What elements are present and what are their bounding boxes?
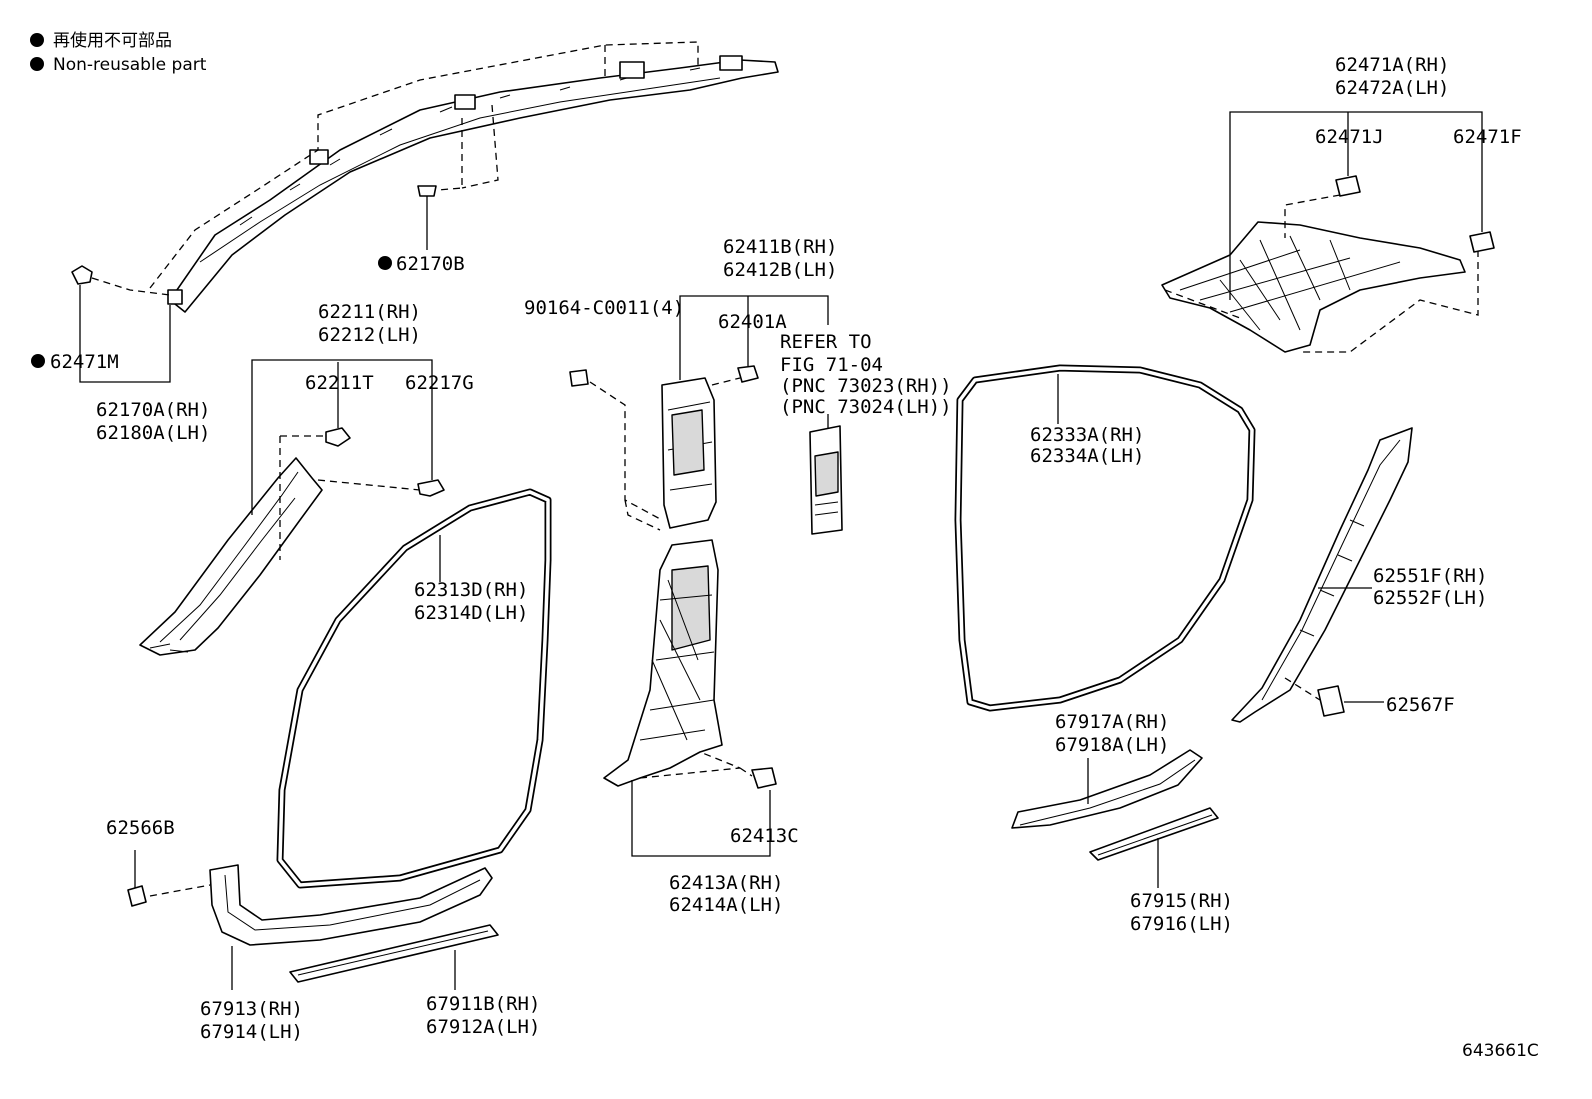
label-67913: 67913(RH)	[200, 998, 303, 1020]
legend: 再使用不可部品 Non-reusable part	[30, 30, 207, 75]
seat-belt-adjuster	[809, 425, 843, 535]
label-62566B: 62566B	[106, 817, 175, 839]
front-door-weatherstrip	[276, 488, 552, 889]
refer-note-line4: (PNC 73024(LH))	[780, 396, 952, 418]
label-62170A: 62170A(RH)	[96, 399, 210, 421]
label-62211: 62211(RH)	[318, 301, 421, 323]
label-62411B: 62411B(RH)	[723, 236, 837, 258]
label-62180A: 62180A(LH)	[96, 422, 210, 444]
label-62552F: 62552F(LH)	[1373, 587, 1487, 609]
label-67912A: 67912A(LH)	[426, 1016, 540, 1038]
label-62567F: 62567F	[1386, 694, 1455, 716]
rear-door-weatherstrip	[954, 364, 1256, 712]
center-pillar-upper	[569, 365, 759, 531]
label-67916: 67916(LH)	[1130, 913, 1233, 935]
label-67918A: 67918A(LH)	[1055, 734, 1169, 756]
label-67911B: 67911B(RH)	[426, 993, 540, 1015]
label-90164: 90164-C0011(4)	[524, 297, 684, 319]
label-62333A: 62333A(RH)	[1030, 424, 1144, 446]
front-pillar-garnish	[139, 427, 445, 656]
label-62471F: 62471F	[1453, 126, 1522, 148]
label-62212: 62212(LH)	[318, 324, 421, 346]
legend-jp: 再使用不可部品	[53, 30, 172, 51]
non-reusable-dot-icon	[30, 33, 44, 47]
rear-scuff-garnish	[1011, 749, 1219, 861]
legend-en: Non-reusable part	[53, 55, 207, 75]
non-reusable-dot-icon	[31, 354, 45, 368]
non-reusable-dot-icon	[378, 256, 392, 270]
leader-62471A	[1229, 111, 1483, 300]
label-62551F: 62551F(RH)	[1373, 565, 1487, 587]
non-reusable-dot-icon	[30, 57, 44, 71]
refer-note-line2: FIG 71-04	[780, 354, 883, 376]
leader-62211	[251, 359, 433, 515]
front-scuff-garnish	[127, 864, 499, 983]
label-62471M: 62471M	[50, 351, 119, 373]
label-67914: 67914(LH)	[200, 1021, 303, 1043]
label-67915: 67915(RH)	[1130, 890, 1233, 912]
rear-pillar-trim	[1231, 427, 1413, 723]
roof-side-inner-garnish	[1161, 175, 1495, 353]
refer-note-line1: REFER TO	[780, 331, 872, 353]
label-62413A: 62413A(RH)	[669, 872, 783, 894]
label-62472A: 62472A(LH)	[1335, 77, 1449, 99]
leader-62411B	[679, 295, 829, 380]
leader-62170A	[79, 285, 171, 383]
figure-code: 643661C	[1462, 1041, 1539, 1061]
label-62413C: 62413C	[730, 825, 799, 847]
refer-note-line3: (PNC 73023(RH))	[780, 375, 952, 397]
label-62412B: 62412B(LH)	[723, 259, 837, 281]
label-62471A: 62471A(RH)	[1335, 54, 1449, 76]
curtain-airbag-assembly	[71, 41, 779, 313]
label-62401A: 62401A	[718, 311, 787, 333]
center-pillar-lower	[603, 539, 777, 789]
label-62217G: 62217G	[405, 372, 474, 394]
label-62313D: 62313D(RH)	[414, 579, 528, 601]
label-67917A: 67917A(RH)	[1055, 711, 1169, 733]
label-62471J: 62471J	[1315, 126, 1384, 148]
label-62170B: 62170B	[396, 253, 465, 275]
leader-62413A	[631, 780, 771, 857]
label-62334A: 62334A(LH)	[1030, 445, 1144, 467]
label-62414A: 62414A(LH)	[669, 894, 783, 916]
label-62211T: 62211T	[305, 372, 374, 394]
label-62314D: 62314D(LH)	[414, 602, 528, 624]
